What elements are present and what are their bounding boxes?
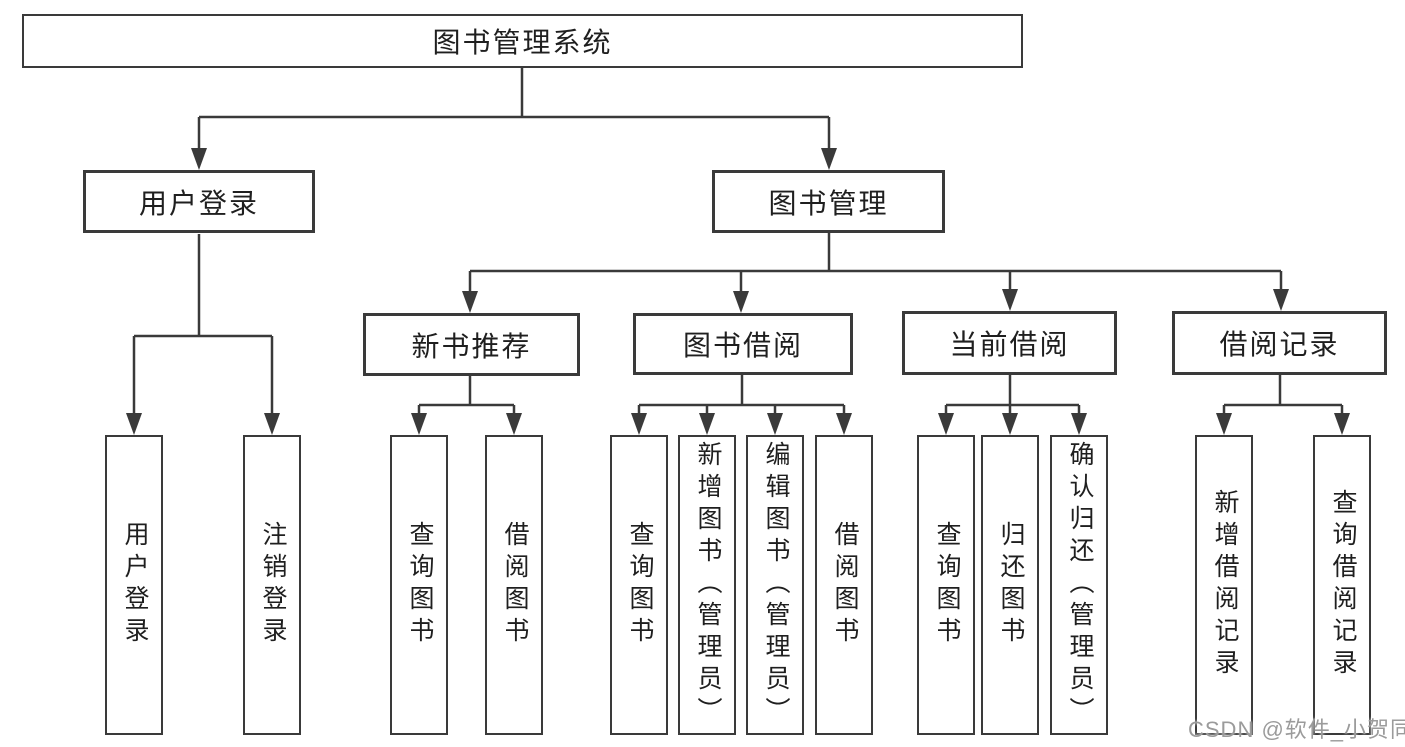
node-current-borrow: 当前借阅 xyxy=(902,311,1117,375)
leaf-confirm-return-admin: 确认归还（管理员） xyxy=(1050,435,1108,735)
node-borrow-records: 借阅记录 xyxy=(1172,311,1387,375)
leaf-borrow-books: 借阅图书 xyxy=(815,435,873,735)
leaf-return-books: 归还图书 xyxy=(981,435,1039,735)
leaf-query-books-borrow: 查询图书 xyxy=(610,435,668,735)
leaf-edit-books-admin: 编辑图书（管理员） xyxy=(746,435,804,735)
leaf-query-books-recommend: 查询图书 xyxy=(390,435,448,735)
node-system-root: 图书管理系统 xyxy=(22,14,1023,68)
leaf-query-books-current: 查询图书 xyxy=(917,435,975,735)
leaf-add-books-admin: 新增图书（管理员） xyxy=(678,435,736,735)
node-new-book-recommend: 新书推荐 xyxy=(363,313,580,376)
leaf-query-borrow-record: 查询借阅记录 xyxy=(1313,435,1371,735)
node-user-login: 用户登录 xyxy=(83,170,315,233)
csdn-watermark: CSDN @软件_小贺同学 xyxy=(1188,717,1405,742)
leaf-borrow-books-recommend: 借阅图书 xyxy=(485,435,543,735)
node-book-borrow: 图书借阅 xyxy=(633,313,853,375)
leaf-user-login: 用户登录 xyxy=(105,435,163,735)
leaf-add-borrow-record: 新增借阅记录 xyxy=(1195,435,1253,735)
leaf-logout: 注销登录 xyxy=(243,435,301,735)
node-book-management: 图书管理 xyxy=(712,170,945,233)
